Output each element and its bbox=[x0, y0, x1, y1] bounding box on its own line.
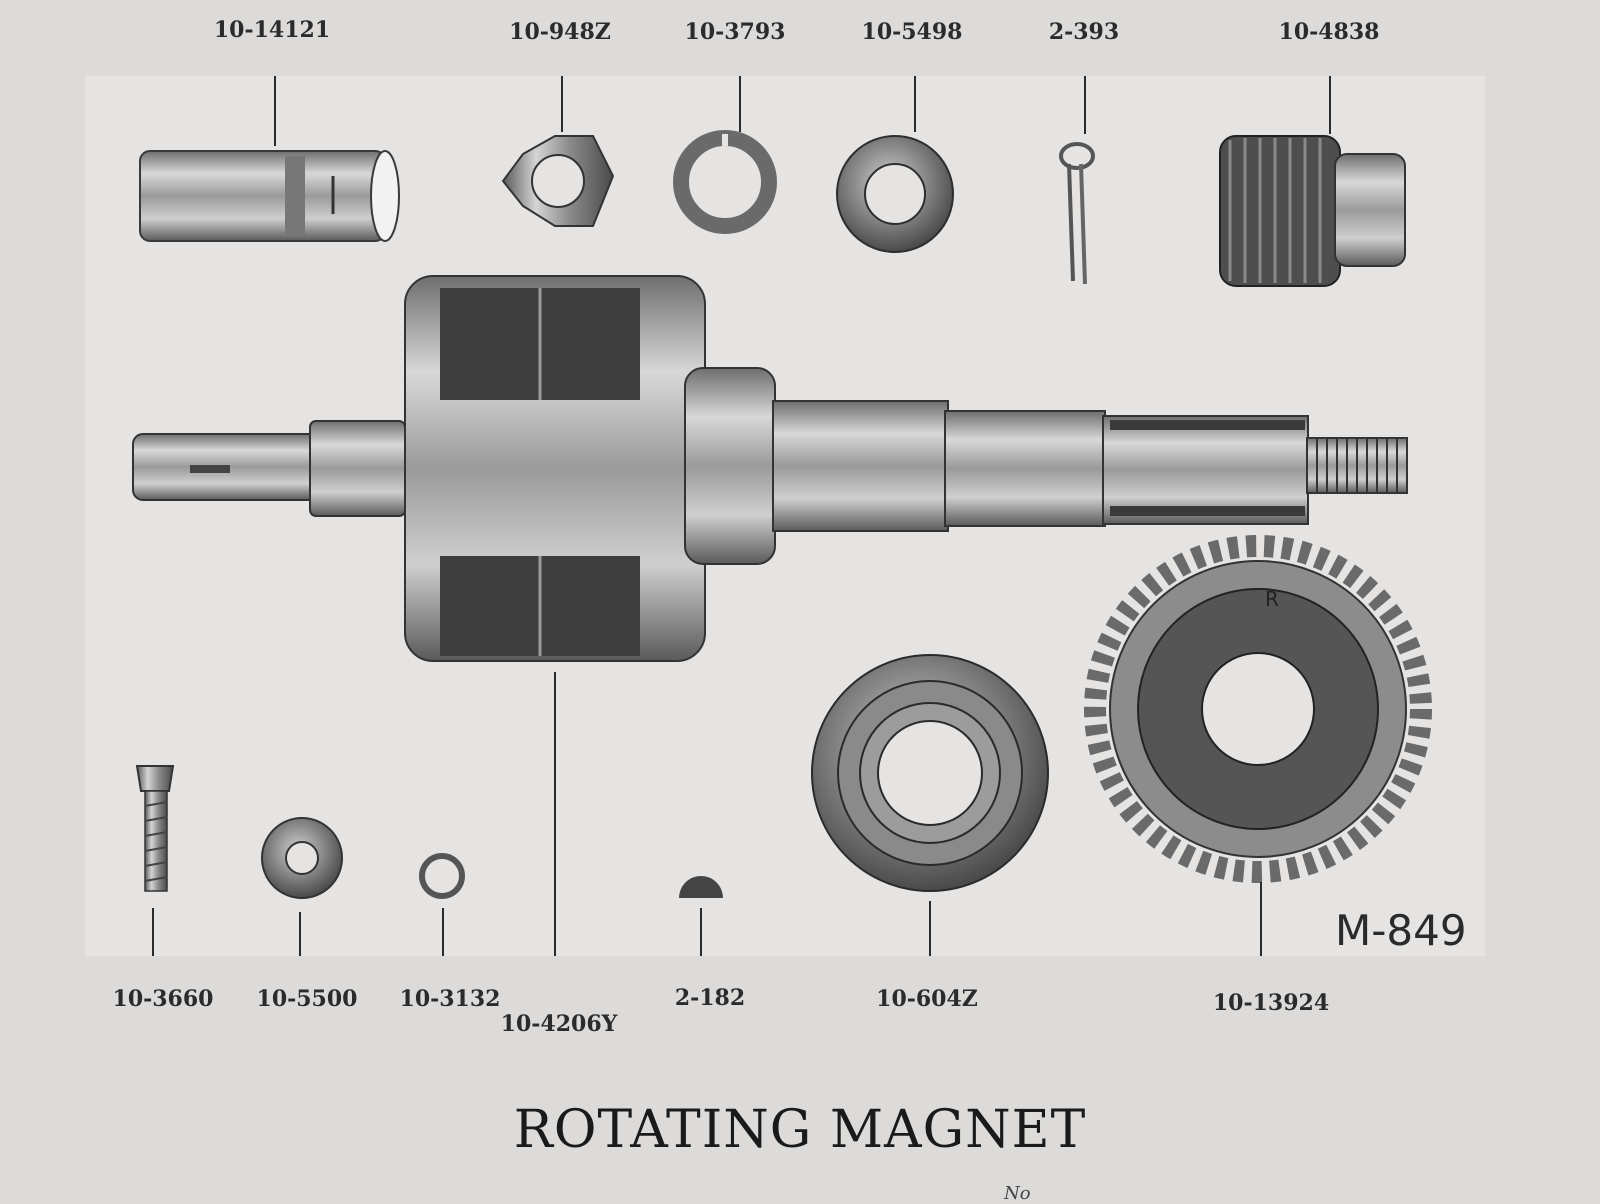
cotter-pin-part bbox=[1059, 142, 1095, 285]
snap-ring-part bbox=[419, 853, 465, 899]
rotor-shaft-part bbox=[132, 275, 1408, 662]
gear-part: R bbox=[1084, 535, 1432, 883]
castle-nut-part bbox=[501, 135, 615, 227]
parts-illustration: R bbox=[132, 76, 1432, 956]
part-label-washer: 10-5498 bbox=[861, 19, 963, 45]
washer-part bbox=[836, 135, 954, 253]
footer-text: No bbox=[1004, 1183, 1031, 1204]
sleeve-part bbox=[139, 150, 400, 242]
screw-part bbox=[135, 765, 175, 892]
part-label-cotter-pin: 2-393 bbox=[1048, 19, 1120, 45]
part-label-screw: 10-3660 bbox=[112, 986, 214, 1012]
leader-lines-bottom bbox=[152, 882, 1262, 956]
part-label-ball-bearing: 10-604Z bbox=[876, 986, 978, 1012]
small-washer-part bbox=[261, 817, 343, 899]
part-label-sleeve: 10-14121 bbox=[213, 17, 331, 43]
part-label-lock-washer: 10-3793 bbox=[684, 19, 786, 45]
part-label-snap-ring: 10-3132 bbox=[399, 986, 501, 1012]
page-title: ROTATING MAGNET bbox=[513, 1100, 1087, 1160]
leader-lines-top bbox=[274, 76, 1331, 146]
ball-bearing-part bbox=[811, 654, 1049, 892]
woodruff-key-part bbox=[679, 876, 723, 898]
figure-number: M-849 bbox=[1335, 906, 1467, 955]
part-label-small-washer: 10-5500 bbox=[256, 986, 358, 1012]
pinion-part bbox=[1219, 135, 1406, 287]
part-label-pinion: 10-4838 bbox=[1278, 19, 1380, 45]
lock-washer-part bbox=[673, 130, 777, 234]
parts-photograph: R bbox=[85, 76, 1485, 956]
gear-mark: R bbox=[1265, 587, 1279, 611]
part-label-castle-nut: 10-948Z bbox=[509, 19, 611, 45]
part-label-woodruff-key: 2-182 bbox=[674, 985, 746, 1011]
part-label-rotor-shaft: 10-4206Y bbox=[500, 1011, 618, 1037]
part-label-gear: 10-13924 bbox=[1212, 990, 1330, 1016]
